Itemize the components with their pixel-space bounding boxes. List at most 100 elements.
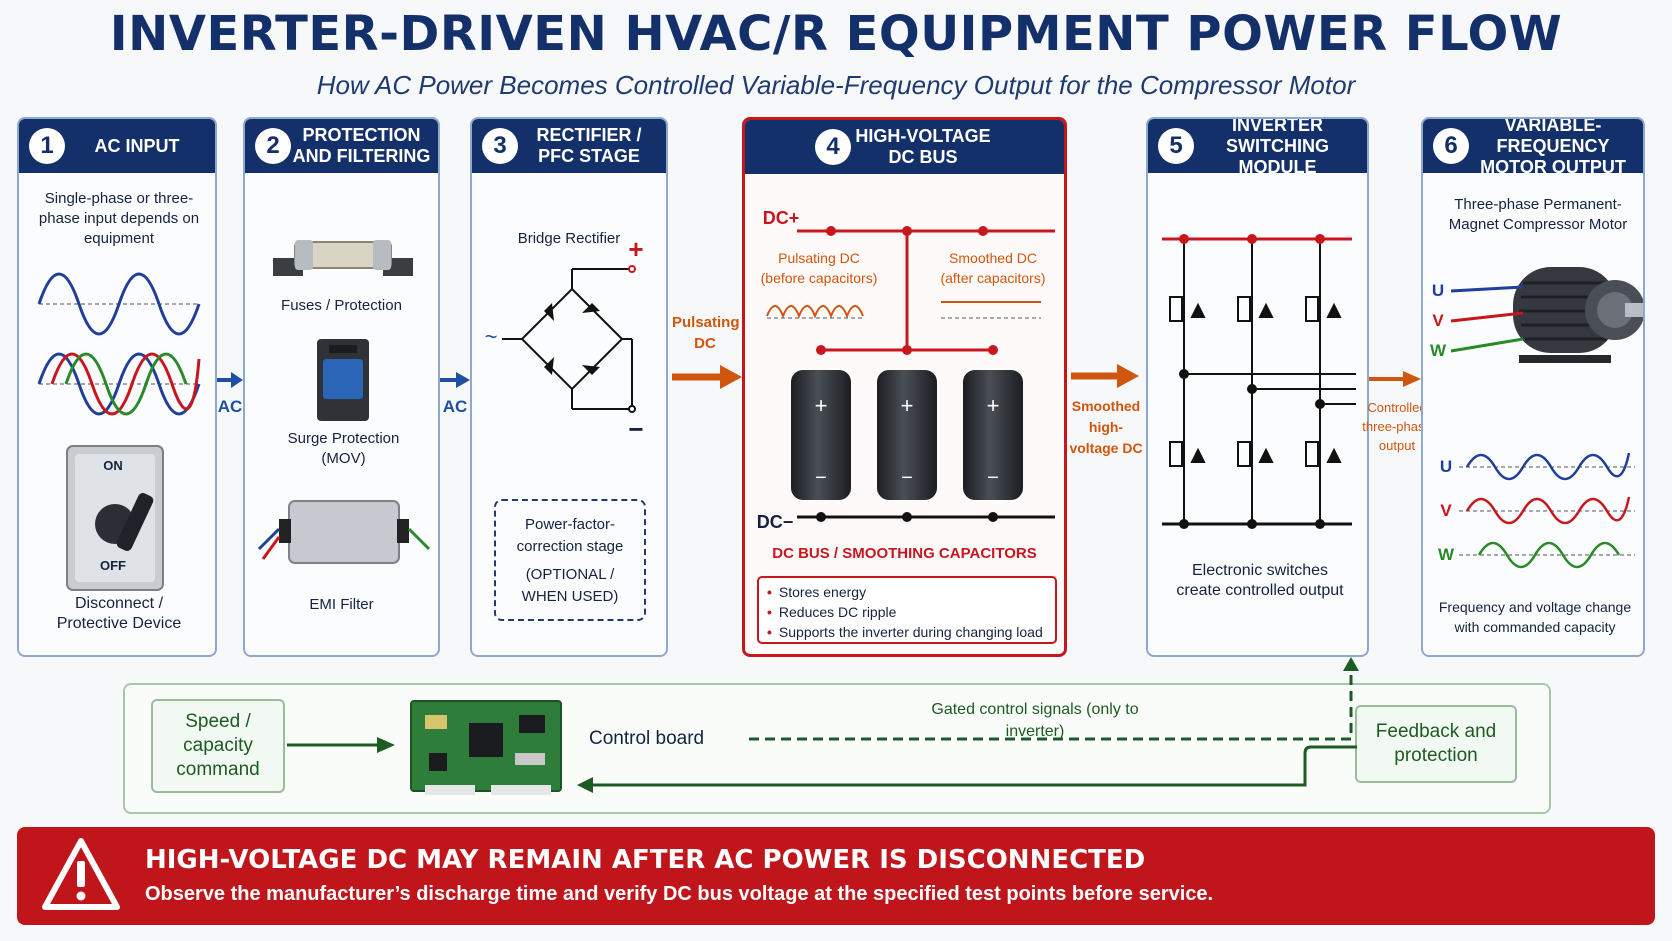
- panel-ac-input: 1 AC INPUT Single-phase or three-phase i…: [17, 117, 217, 657]
- flow-label-ac-2: AC: [442, 397, 468, 416]
- capacitor-plus: +: [986, 393, 1000, 418]
- single-phase-wave-icon: [37, 272, 201, 336]
- panel-dc-bus: 4 HIGH-VOLTAGE DC BUS DC+ DC− Pulsating …: [742, 117, 1067, 657]
- compressor-motor-icon: [1513, 267, 1643, 363]
- disconnect-label: Disconnect / Protective Device: [56, 595, 182, 632]
- pulsing-dc-label: Pulsating DC (before capacitors): [760, 250, 878, 286]
- capacitor-minus: −: [987, 467, 999, 489]
- high-voltage-warning-banner: HIGH-VOLTAGE DC MAY REMAIN AFTER AC POWE…: [17, 827, 1655, 925]
- flow-arrow-controlled-output: [1369, 371, 1421, 387]
- panel-rectifier: 3 RECTIFIER / PFC STAGE Bridge Rectifier…: [470, 117, 668, 657]
- warning-text: Observe the manufacturer’s discharge tim…: [145, 883, 1214, 905]
- panel-title: RECTIFIER / PFC STAGE: [536, 125, 642, 166]
- panel-title: VARIABLE-FREQUENCY MOTOR OUTPUT: [1480, 117, 1626, 177]
- command-arrow: [287, 737, 395, 753]
- three-phase-wave-icon: [37, 352, 201, 416]
- step-number: 2: [255, 128, 291, 164]
- disconnect-switch-icon: [66, 445, 164, 591]
- flow-label-smoothed-dc: Smoothed high-voltage DC: [1069, 398, 1143, 456]
- control-section: Speed / capacity command Control board G…: [123, 657, 1551, 814]
- gated-signals-dashed-arrow: [749, 657, 1359, 741]
- bullet-item: Reduces DC ripple: [767, 602, 1047, 622]
- flow-label-pulsating-dc: Pulsating DC: [672, 314, 740, 352]
- panel-title: PROTECTION AND FILTERING: [292, 125, 431, 166]
- panel-title: AC INPUT: [94, 135, 180, 156]
- inverter-bridge-diagram: [1162, 234, 1356, 529]
- output-v-label: V: [1440, 501, 1452, 520]
- ac-symbol: ~: [484, 324, 498, 349]
- step-number: 1: [29, 128, 65, 164]
- ac-input-description: Single-phase or three-phase input depend…: [38, 190, 200, 247]
- motor-phase-leads: [1450, 285, 1524, 353]
- smoothed-dc-label: Smoothed DC (after capacitors): [940, 250, 1046, 286]
- control-board-label: Control board: [589, 728, 705, 749]
- panel-header: 6 VARIABLE-FREQUENCY MOTOR OUTPUT: [1423, 119, 1643, 177]
- phase-w-label: W: [1429, 341, 1447, 360]
- emi-label: EMI Filter: [309, 596, 374, 613]
- fuses-label: Fuses / Protection: [281, 297, 402, 314]
- capacitor-minus: −: [901, 467, 913, 489]
- phase-u-label: U: [1431, 281, 1445, 300]
- warning-triangle-icon: [42, 838, 120, 910]
- step-number: 5: [1158, 128, 1194, 164]
- rectifier-minus-terminal: −: [628, 414, 644, 444]
- pfc-optional-note: (OPTIONAL / WHEN USED): [521, 566, 619, 605]
- bullet-item: Supports the inverter during changing lo…: [767, 622, 1047, 642]
- page-title: INVERTER-DRIVEN HVAC/R EQUIPMENT POWER F…: [109, 6, 1563, 62]
- capacitor-icon: [791, 370, 851, 500]
- switch-on-label: ON: [103, 458, 123, 473]
- motor-output-caption: Frequency and voltage change with comman…: [1438, 599, 1632, 635]
- flow-arrow-ac-1: [217, 372, 243, 388]
- panel-header: 3 RECTIFIER / PFC STAGE: [472, 119, 666, 173]
- inverter-caption: Electronic switches create controlled ou…: [1176, 562, 1344, 599]
- fuse-icon: [273, 240, 413, 276]
- rectifier-plus-terminal: +: [628, 234, 644, 264]
- pfc-dashed-box: [494, 499, 646, 621]
- capacitor-minus: −: [815, 467, 827, 489]
- panel-motor-output: 6 VARIABLE-FREQUENCY MOTOR OUTPUT Three-…: [1421, 117, 1645, 657]
- flow-arrow-smoothed-dc: [1071, 364, 1139, 388]
- warning-title: HIGH-VOLTAGE DC MAY REMAIN AFTER AC POWE…: [145, 845, 1146, 875]
- feedback-arrow: [577, 745, 1357, 793]
- panel-header: 5 INVERTER SWITCHING MODULE: [1148, 119, 1367, 177]
- bridge-rectifier-diagram: [502, 265, 636, 413]
- surge-protection-icon: [317, 339, 369, 421]
- dc-bus-bullet-list: Stores energy Reduces DC ripple Supports…: [757, 576, 1057, 644]
- panel-title: INVERTER SWITCHING MODULE: [1226, 117, 1329, 177]
- three-phase-output-waves: [1459, 452, 1635, 569]
- capacitor-plus: +: [814, 393, 828, 418]
- panel-title: HIGH-VOLTAGE DC BUS: [855, 126, 991, 167]
- panel-inverter: 5 INVERTER SWITCHING MODULE: [1146, 117, 1369, 657]
- gated-signals-label: Gated control signals (only to inverter): [931, 701, 1139, 740]
- flow-arrow-ac-2: [440, 372, 470, 388]
- emi-filter-icon: [257, 500, 431, 564]
- capacitor-icon: [877, 370, 937, 500]
- bullet-item: Stores energy: [767, 582, 1047, 602]
- phase-v-label: V: [1432, 311, 1444, 330]
- panel-header: 4 HIGH-VOLTAGE DC BUS: [745, 120, 1064, 174]
- pfc-label: Power-factor-correction stage: [516, 516, 624, 555]
- speed-command-box: Speed / capacity command: [151, 699, 285, 793]
- flow-label-controlled-output: Controlled three-phase output: [1362, 400, 1432, 453]
- capacitor-icon: [963, 370, 1023, 500]
- capacitor-plus: +: [900, 393, 914, 418]
- panel-header: 1 AC INPUT: [19, 119, 215, 173]
- flow-arrow-pulsating-dc: [672, 365, 742, 389]
- step-number: 6: [1433, 128, 1469, 164]
- flow-label-ac-1: AC: [217, 397, 243, 416]
- output-u-label: U: [1439, 457, 1453, 476]
- surge-label: Surge Protection (MOV): [287, 430, 400, 467]
- panel-protection: 2 PROTECTION AND FILTERING Fuses / Prote…: [243, 117, 440, 657]
- dc-bus-caption: DC BUS / SMOOTHING CAPACITORS: [772, 545, 1037, 562]
- step-number: 3: [482, 128, 518, 164]
- motor-label: Three-phase Permanent-Magnet Compressor …: [1448, 196, 1628, 233]
- output-w-label: W: [1437, 545, 1455, 564]
- dc-plus-label: DC+: [762, 208, 800, 228]
- switch-off-label: OFF: [100, 558, 126, 573]
- feedback-protection-box: Feedback and protection: [1355, 705, 1517, 783]
- control-board-icon: [410, 700, 562, 795]
- dc-bus-diagram: [766, 226, 1055, 522]
- panel-header: 2 PROTECTION AND FILTERING: [245, 119, 438, 173]
- bridge-rectifier-label: Bridge Rectifier: [517, 230, 621, 247]
- dc-minus-label: DC−: [756, 512, 794, 532]
